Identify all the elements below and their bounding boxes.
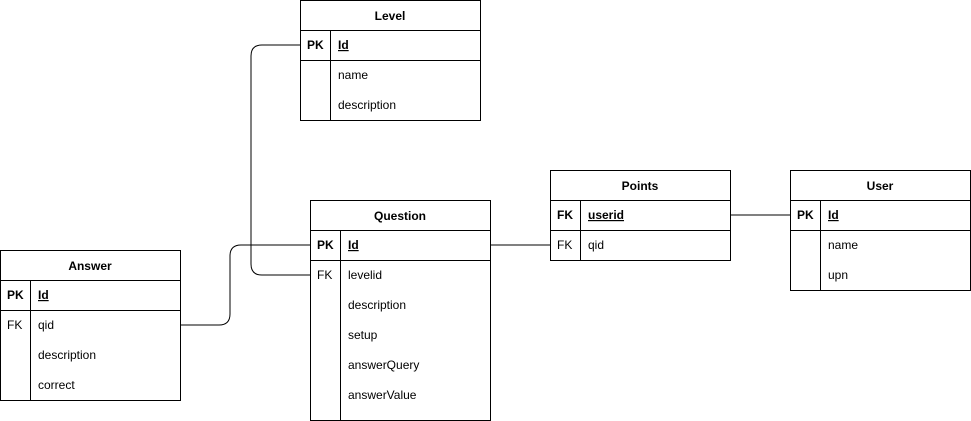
- connector-level-question: [250, 44, 310, 276]
- answer-key-1: FK: [7, 318, 22, 332]
- level-field-2: description: [338, 98, 396, 112]
- question-field-3: setup: [348, 328, 378, 342]
- answer-field-1: qid: [38, 318, 54, 332]
- answer-field-2: description: [38, 348, 96, 362]
- user-field-0: Id: [828, 208, 839, 222]
- question-key-1: FK: [317, 268, 332, 282]
- question-key-0: PK: [317, 238, 334, 252]
- answer-field-3: correct: [38, 378, 75, 392]
- points-key-1: FK: [557, 238, 572, 252]
- answer-field-0: Id: [38, 288, 49, 302]
- entity-question[interactable]: Question PK Id FK levelid description se…: [310, 200, 491, 421]
- entity-points[interactable]: Points FK userid FK qid: [550, 170, 731, 261]
- entity-user[interactable]: User PK Id name upn: [790, 170, 971, 291]
- entity-question-title: Question: [374, 209, 426, 223]
- question-field-5: answerValue: [348, 388, 417, 402]
- level-key-0: PK: [307, 38, 324, 52]
- level-field-0: Id: [338, 38, 349, 52]
- connector-answer-question: [180, 244, 310, 326]
- points-field-0: userid: [588, 208, 624, 222]
- level-field-1: name: [338, 68, 368, 82]
- question-field-2: description: [348, 298, 406, 312]
- question-field-1: levelid: [348, 268, 382, 282]
- entity-level-title: Level: [375, 9, 406, 23]
- user-field-2: upn: [828, 268, 848, 282]
- user-field-1: name: [828, 238, 858, 252]
- question-field-0: Id: [348, 238, 359, 252]
- entity-level[interactable]: Level PK Id name description: [300, 0, 481, 121]
- entity-user-title: User: [867, 179, 894, 193]
- user-key-0: PK: [797, 208, 814, 222]
- points-key-0: FK: [557, 208, 573, 222]
- points-field-1: qid: [588, 238, 604, 252]
- question-field-4: answerQuery: [348, 358, 419, 372]
- entity-points-title: Points: [622, 179, 659, 193]
- entity-answer[interactable]: Answer PK Id FK qid description correct: [0, 250, 181, 401]
- answer-key-0: PK: [7, 288, 24, 302]
- entity-answer-title: Answer: [68, 259, 112, 273]
